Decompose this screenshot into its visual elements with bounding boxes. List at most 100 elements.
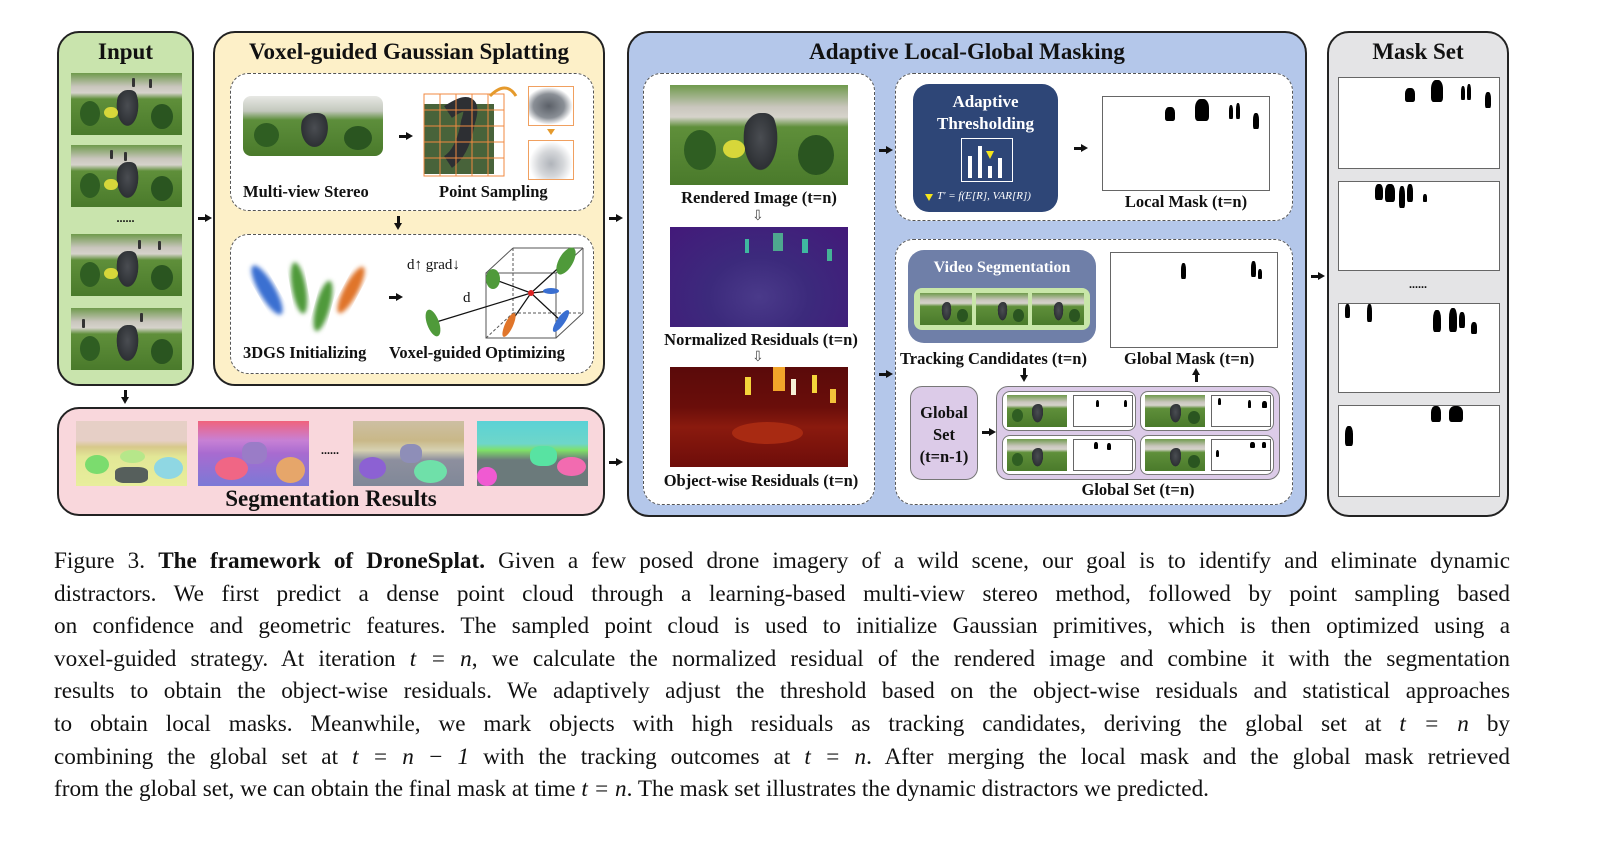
arrow-init-to-optimize	[389, 293, 403, 301]
normalized-residuals-image	[670, 227, 848, 327]
threshold-title-1: Adaptive	[952, 92, 1019, 111]
input-ellipsis: ......	[116, 211, 135, 225]
global-set-prev: Global Set (t=n-1)	[910, 386, 978, 480]
arrow-prevset-to-globalset	[982, 428, 996, 436]
caption-math: t = n	[804, 743, 867, 770]
caption-text: combining the global set at	[54, 743, 353, 770]
seg-result-3	[353, 421, 464, 486]
objectwise-residuals-image	[670, 367, 848, 467]
seg-result-4	[477, 421, 588, 486]
normalized-residuals-label: Normalized Residuals (t=n)	[664, 330, 858, 349]
global-set-prev-l3: (t=n-1)	[919, 447, 969, 466]
seg-result-2	[198, 421, 309, 486]
vgs-stage2: d↑ grad↓ d 3DGS Initializing Voxel-guide…	[230, 234, 594, 374]
global-set-label: Global Set (t=n)	[1081, 480, 1195, 499]
caption-title: The framework of DroneSplat.	[158, 548, 486, 574]
arrow-seg-to-algm	[609, 458, 623, 466]
arrow-globalset-to-globalmask	[1192, 368, 1200, 382]
vgs-panel: Voxel-guided Gaussian Splatting Multi-vi…	[213, 31, 605, 386]
caption-line-8: from the global set, we can obtain the f…	[54, 773, 1510, 806]
video-frame-3	[1032, 293, 1084, 325]
voxel-optimizing-label: Voxel-guided Optimizing	[389, 343, 565, 362]
caption-text: results to obtain the object-wise residu…	[54, 678, 1510, 705]
d-annotation: d	[463, 290, 471, 306]
arrow-tracking-to-globalset	[1020, 368, 1028, 382]
voxel-optimize-cube	[425, 247, 584, 339]
mask-set-item-4	[1338, 405, 1500, 497]
segmentation-title: Segmentation Results	[225, 486, 437, 511]
caption-line-2: distractors. We first predict a dense po…	[54, 578, 1510, 611]
residuals-column: Rendered Image (t=n) ⇩ Normalized Residu…	[643, 73, 875, 505]
voxel-grid-statue	[423, 86, 518, 177]
segmentation-panel: ...... Segmentation Results	[57, 407, 605, 516]
caption-text: . The mask set illustrates the dynamic d…	[626, 776, 1209, 803]
adaptive-threshold-box: Adaptive Thresholding T' = f(E[R], VAR[R…	[913, 84, 1058, 212]
voxel-sample-dense	[528, 86, 574, 126]
caption-text: voxel-guided strategy. At iteration	[54, 645, 410, 672]
local-mask-label: Local Mask (t=n)	[1124, 192, 1248, 211]
input-frame-1	[71, 73, 182, 135]
arrow-threshold-to-localmask	[1074, 144, 1088, 152]
caption-math: t = n − 1	[352, 743, 470, 770]
caption-math: t = n	[1399, 710, 1469, 737]
mvs-label: Multi-view Stereo	[243, 182, 369, 201]
mask-set-item-2	[1338, 181, 1500, 271]
figure-caption: Figure 3. The framework of DroneSplat. G…	[54, 545, 1510, 806]
d-grad-annotation: d↑ grad↓	[407, 257, 460, 273]
histogram-icon	[961, 138, 1013, 182]
mask-set-item-3	[1338, 303, 1500, 393]
arrow-stage1-to-stage2	[394, 216, 402, 230]
caption-line-4: voxel-guided strategy. At iteration t = …	[54, 643, 1510, 676]
caption-text: distractors. We first predict a dense po…	[54, 580, 1510, 607]
vgs-stage1: Multi-view Stereo Point Sampling	[230, 73, 594, 211]
caption-text: , we calculate the normalized residual o…	[471, 645, 1510, 672]
mask-set-title: Mask Set	[1372, 39, 1464, 64]
global-mask-label: Global Mask (t=n)	[1124, 349, 1255, 368]
global-set-prev-l2: Set	[933, 425, 955, 444]
tracking-candidates-label: Tracking Candidates (t=n)	[900, 349, 1087, 368]
caption-line-3: on confidence and geometric features. Th…	[54, 610, 1510, 643]
local-mask-block: Adaptive Thresholding T' = f(E[R], VAR[R…	[895, 73, 1293, 221]
caption-line-1: Figure 3. The framework of DroneSplat. G…	[54, 545, 1510, 578]
global-set-current	[996, 386, 1280, 480]
algm-panel: Adaptive Local-Global Masking Rendered I…	[627, 31, 1307, 517]
figure-number: Figure 3.	[54, 548, 159, 574]
input-panel: Input ......	[57, 31, 194, 386]
arrow-residuals-to-threshold	[879, 146, 893, 154]
vgs-title: Voxel-guided Gaussian Splatting	[249, 39, 569, 64]
caption-text: by	[1468, 710, 1511, 737]
objectwise-residuals-label: Object-wise Residuals (t=n)	[663, 471, 859, 490]
arrow-vgs-to-algm	[609, 214, 623, 222]
hollow-arrow-down-1: ⇩	[752, 208, 764, 224]
algm-title: Adaptive Local-Global Masking	[809, 39, 1125, 64]
caption-text: . After merging the local mask and the g…	[866, 743, 1510, 770]
global-set-prev-l1: Global	[920, 403, 968, 422]
caption-math: t = n	[581, 776, 627, 803]
mvs-pointcloud-image	[243, 96, 383, 156]
caption-line-6: to obtain local masks. Meanwhile, we mar…	[54, 708, 1510, 741]
input-title: Input	[98, 39, 153, 64]
gaussian-ellipses-icon	[251, 262, 365, 332]
caption-text: with the tracking outcomes at	[469, 743, 805, 770]
point-sampling-label: Point Sampling	[439, 182, 548, 201]
formula-marker-icon	[925, 194, 933, 201]
caption-math: t = n	[409, 645, 472, 672]
global-set-entry-1	[1002, 391, 1136, 431]
arrow-algm-to-maskset	[1311, 272, 1325, 280]
caption-line-7: combining the global set at t = n − 1 wi…	[54, 741, 1510, 774]
global-set-entry-2	[1140, 391, 1274, 431]
voxel-sample-sparse	[528, 140, 574, 180]
video-segmentation-box: Video Segmentation	[908, 250, 1096, 343]
input-frame-4	[71, 308, 182, 370]
caption-text: on confidence and geometric features. Th…	[54, 613, 1510, 640]
arrow-input-to-vgs	[198, 214, 212, 222]
rendered-image	[670, 85, 848, 185]
mask-set-item-1	[1338, 77, 1500, 169]
global-set-entry-3	[1002, 435, 1136, 475]
mask-set-panel: Mask Set ......	[1327, 31, 1509, 517]
global-set-entry-4	[1140, 435, 1274, 475]
3dgs-init-label: 3DGS Initializing	[243, 343, 367, 362]
global-mask-image	[1110, 252, 1278, 348]
arrow-sample-down-icon	[547, 129, 555, 135]
arrow-input-to-seg	[121, 390, 129, 404]
